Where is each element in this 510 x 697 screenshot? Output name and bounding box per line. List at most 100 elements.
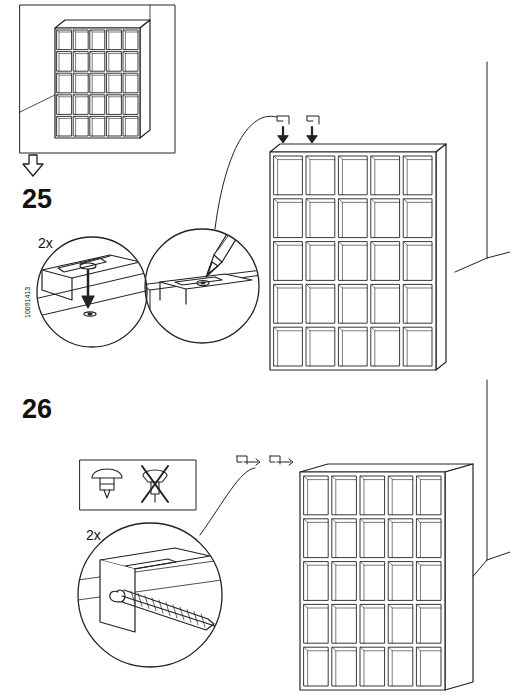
shelf-cell bbox=[90, 52, 105, 72]
shelf-cell bbox=[371, 284, 399, 323]
shelf-cell bbox=[332, 476, 356, 515]
shelf-cell bbox=[332, 562, 356, 601]
shelf-cell bbox=[274, 327, 302, 366]
shelf-cell bbox=[123, 73, 138, 93]
shelf-top bbox=[55, 20, 150, 28]
shelf-front bbox=[270, 152, 436, 370]
pencil bbox=[206, 205, 254, 277]
shelf-cell bbox=[304, 519, 328, 558]
detail-circle bbox=[78, 523, 222, 667]
part-number: 10091413 bbox=[24, 287, 31, 318]
shelf-step-25 bbox=[270, 144, 446, 370]
detail-circle bbox=[37, 237, 147, 347]
shelf-cell bbox=[417, 604, 441, 643]
shelf-cell bbox=[339, 199, 367, 238]
shelf-cell bbox=[404, 242, 432, 281]
shelf-cell bbox=[107, 116, 122, 136]
shelf-front bbox=[55, 28, 140, 138]
shelf-cell bbox=[123, 52, 138, 72]
shelf-cell bbox=[417, 647, 441, 686]
shelf-inset bbox=[55, 20, 150, 138]
detail-marking bbox=[140, 205, 262, 350]
shelf-cell bbox=[360, 476, 384, 515]
step-number: 26 bbox=[22, 396, 52, 423]
screw-thread bbox=[180, 607, 184, 620]
shelf-cell bbox=[404, 327, 432, 366]
shelf-cell bbox=[123, 95, 138, 115]
screw-thread bbox=[131, 591, 135, 604]
screw-thread bbox=[159, 600, 163, 613]
shelf-cell bbox=[57, 116, 72, 136]
screw-thread bbox=[173, 605, 177, 618]
shelf-cell bbox=[107, 30, 122, 50]
shelf-cell bbox=[74, 95, 89, 115]
shelf-cell bbox=[389, 647, 413, 686]
shelf-cell bbox=[389, 519, 413, 558]
shelf-cell bbox=[57, 73, 72, 93]
shelf-cell bbox=[332, 519, 356, 558]
shelf-cell bbox=[417, 562, 441, 601]
shelf-side bbox=[436, 144, 446, 370]
screw-type-box bbox=[80, 460, 196, 510]
shelf-cell bbox=[404, 199, 432, 238]
shelf-cell bbox=[360, 647, 384, 686]
shelf-cell bbox=[304, 476, 328, 515]
correct-screw bbox=[92, 469, 122, 498]
step-number: 25 bbox=[22, 186, 52, 213]
shelf-cell bbox=[332, 604, 356, 643]
shelf-cell bbox=[107, 73, 122, 93]
wall-corner bbox=[455, 62, 510, 272]
shelf-cell bbox=[371, 242, 399, 281]
shelf-cell bbox=[74, 52, 89, 72]
screw-thread bbox=[187, 609, 191, 622]
shelf-cell bbox=[339, 284, 367, 323]
shelf-cell bbox=[371, 156, 399, 195]
shelf-cell bbox=[74, 116, 89, 136]
screw-icon bbox=[237, 456, 293, 465]
shelf-cell bbox=[339, 242, 367, 281]
shelf-step-26 bbox=[300, 464, 473, 690]
leader-line bbox=[215, 116, 276, 229]
shelf-cell bbox=[404, 284, 432, 323]
shelf-cell bbox=[107, 95, 122, 115]
shelf-cell bbox=[371, 327, 399, 366]
screw-thread bbox=[138, 593, 142, 606]
shelf-cell bbox=[339, 156, 367, 195]
shelf-cell bbox=[74, 73, 89, 93]
wall-corner bbox=[470, 380, 510, 580]
bracket-icon bbox=[277, 116, 319, 143]
detail-circle bbox=[145, 229, 259, 343]
shelf-cell bbox=[57, 30, 72, 50]
shelf-cell bbox=[107, 52, 122, 72]
quantity-label: 2x bbox=[38, 236, 53, 250]
shelf-cell bbox=[306, 242, 334, 281]
shelf-cell bbox=[90, 30, 105, 50]
shelf-cell bbox=[123, 30, 138, 50]
screw-thread bbox=[194, 612, 198, 625]
shelf-cell bbox=[417, 476, 441, 515]
shelf-top bbox=[270, 144, 446, 152]
screw-thread bbox=[145, 596, 149, 609]
shelf-cell bbox=[304, 604, 328, 643]
shelf-cell bbox=[360, 562, 384, 601]
shelf-cell bbox=[360, 519, 384, 558]
inset-frame bbox=[20, 5, 175, 153]
shelf-cell bbox=[389, 476, 413, 515]
shelf-cell bbox=[74, 30, 89, 50]
screw-thread bbox=[201, 614, 205, 627]
sequence-arrow bbox=[23, 155, 43, 176]
screw-thread bbox=[152, 598, 156, 611]
shelf-cell bbox=[57, 52, 72, 72]
shelf-cell bbox=[306, 327, 334, 366]
shelf-cell bbox=[371, 199, 399, 238]
shelf-cell bbox=[304, 562, 328, 601]
shelf-cell bbox=[274, 284, 302, 323]
shelf-side bbox=[140, 20, 150, 138]
shelf-cell bbox=[339, 327, 367, 366]
shelf-cell bbox=[389, 562, 413, 601]
shelf-side bbox=[445, 464, 473, 690]
shelf-cell bbox=[274, 156, 302, 195]
shelf-cell bbox=[274, 242, 302, 281]
